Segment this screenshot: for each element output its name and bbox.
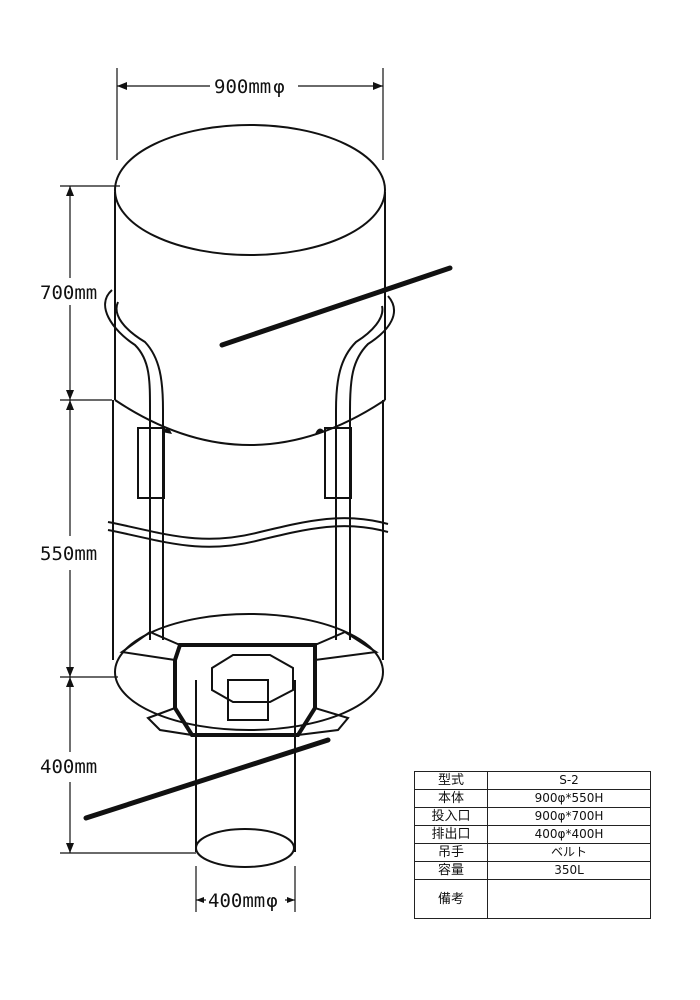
spec-label: 型式 (414, 771, 488, 790)
spec-row-inlet: 投入口 900φ*700H (414, 807, 651, 826)
bag-bottom (114, 613, 384, 868)
spec-row-outlet: 排出口 400φ*400H (414, 825, 651, 844)
spec-row-type: 型式 S-2 (414, 771, 651, 790)
spec-value (487, 879, 651, 919)
spec-value: 900φ*550H (487, 789, 651, 808)
spec-value: ベルト (487, 843, 651, 862)
dimension-bottom-width: 400mmφ (195, 866, 296, 912)
break-line-top (219, 265, 453, 348)
spec-label: 吊手 (414, 843, 488, 862)
dim-label-700: 700mm (40, 282, 97, 304)
spec-row-body: 本体 900φ*550H (414, 789, 651, 808)
spec-label: 備考 (414, 879, 488, 919)
spec-value: 350L (487, 861, 651, 880)
spec-row-remarks: 備考 (414, 879, 651, 919)
spec-label: 投入口 (414, 807, 488, 826)
spec-table: 型式 S-2 本体 900φ*550H 投入口 900φ*700H 排出口 40… (414, 771, 651, 919)
spec-value: S-2 (487, 771, 651, 790)
dim-label-550: 550mm (40, 543, 97, 565)
spec-label: 排出口 (414, 825, 488, 844)
spec-row-handle: 吊手 ベルト (414, 843, 651, 862)
spec-value: 900φ*700H (487, 807, 651, 826)
spec-label: 容量 (414, 861, 488, 880)
lifting-belts (104, 289, 395, 640)
break-line-bottom (83, 737, 331, 821)
spec-row-capacity: 容量 350L (414, 861, 651, 880)
dimension-vertical-chain: 700mm 550mm 400mm (40, 185, 196, 854)
spec-value: 400φ*400H (487, 825, 651, 844)
spec-label: 本体 (414, 789, 488, 808)
dim-label-bottom-width: 400mmφ (208, 890, 278, 912)
dim-label-400: 400mm (40, 756, 97, 778)
